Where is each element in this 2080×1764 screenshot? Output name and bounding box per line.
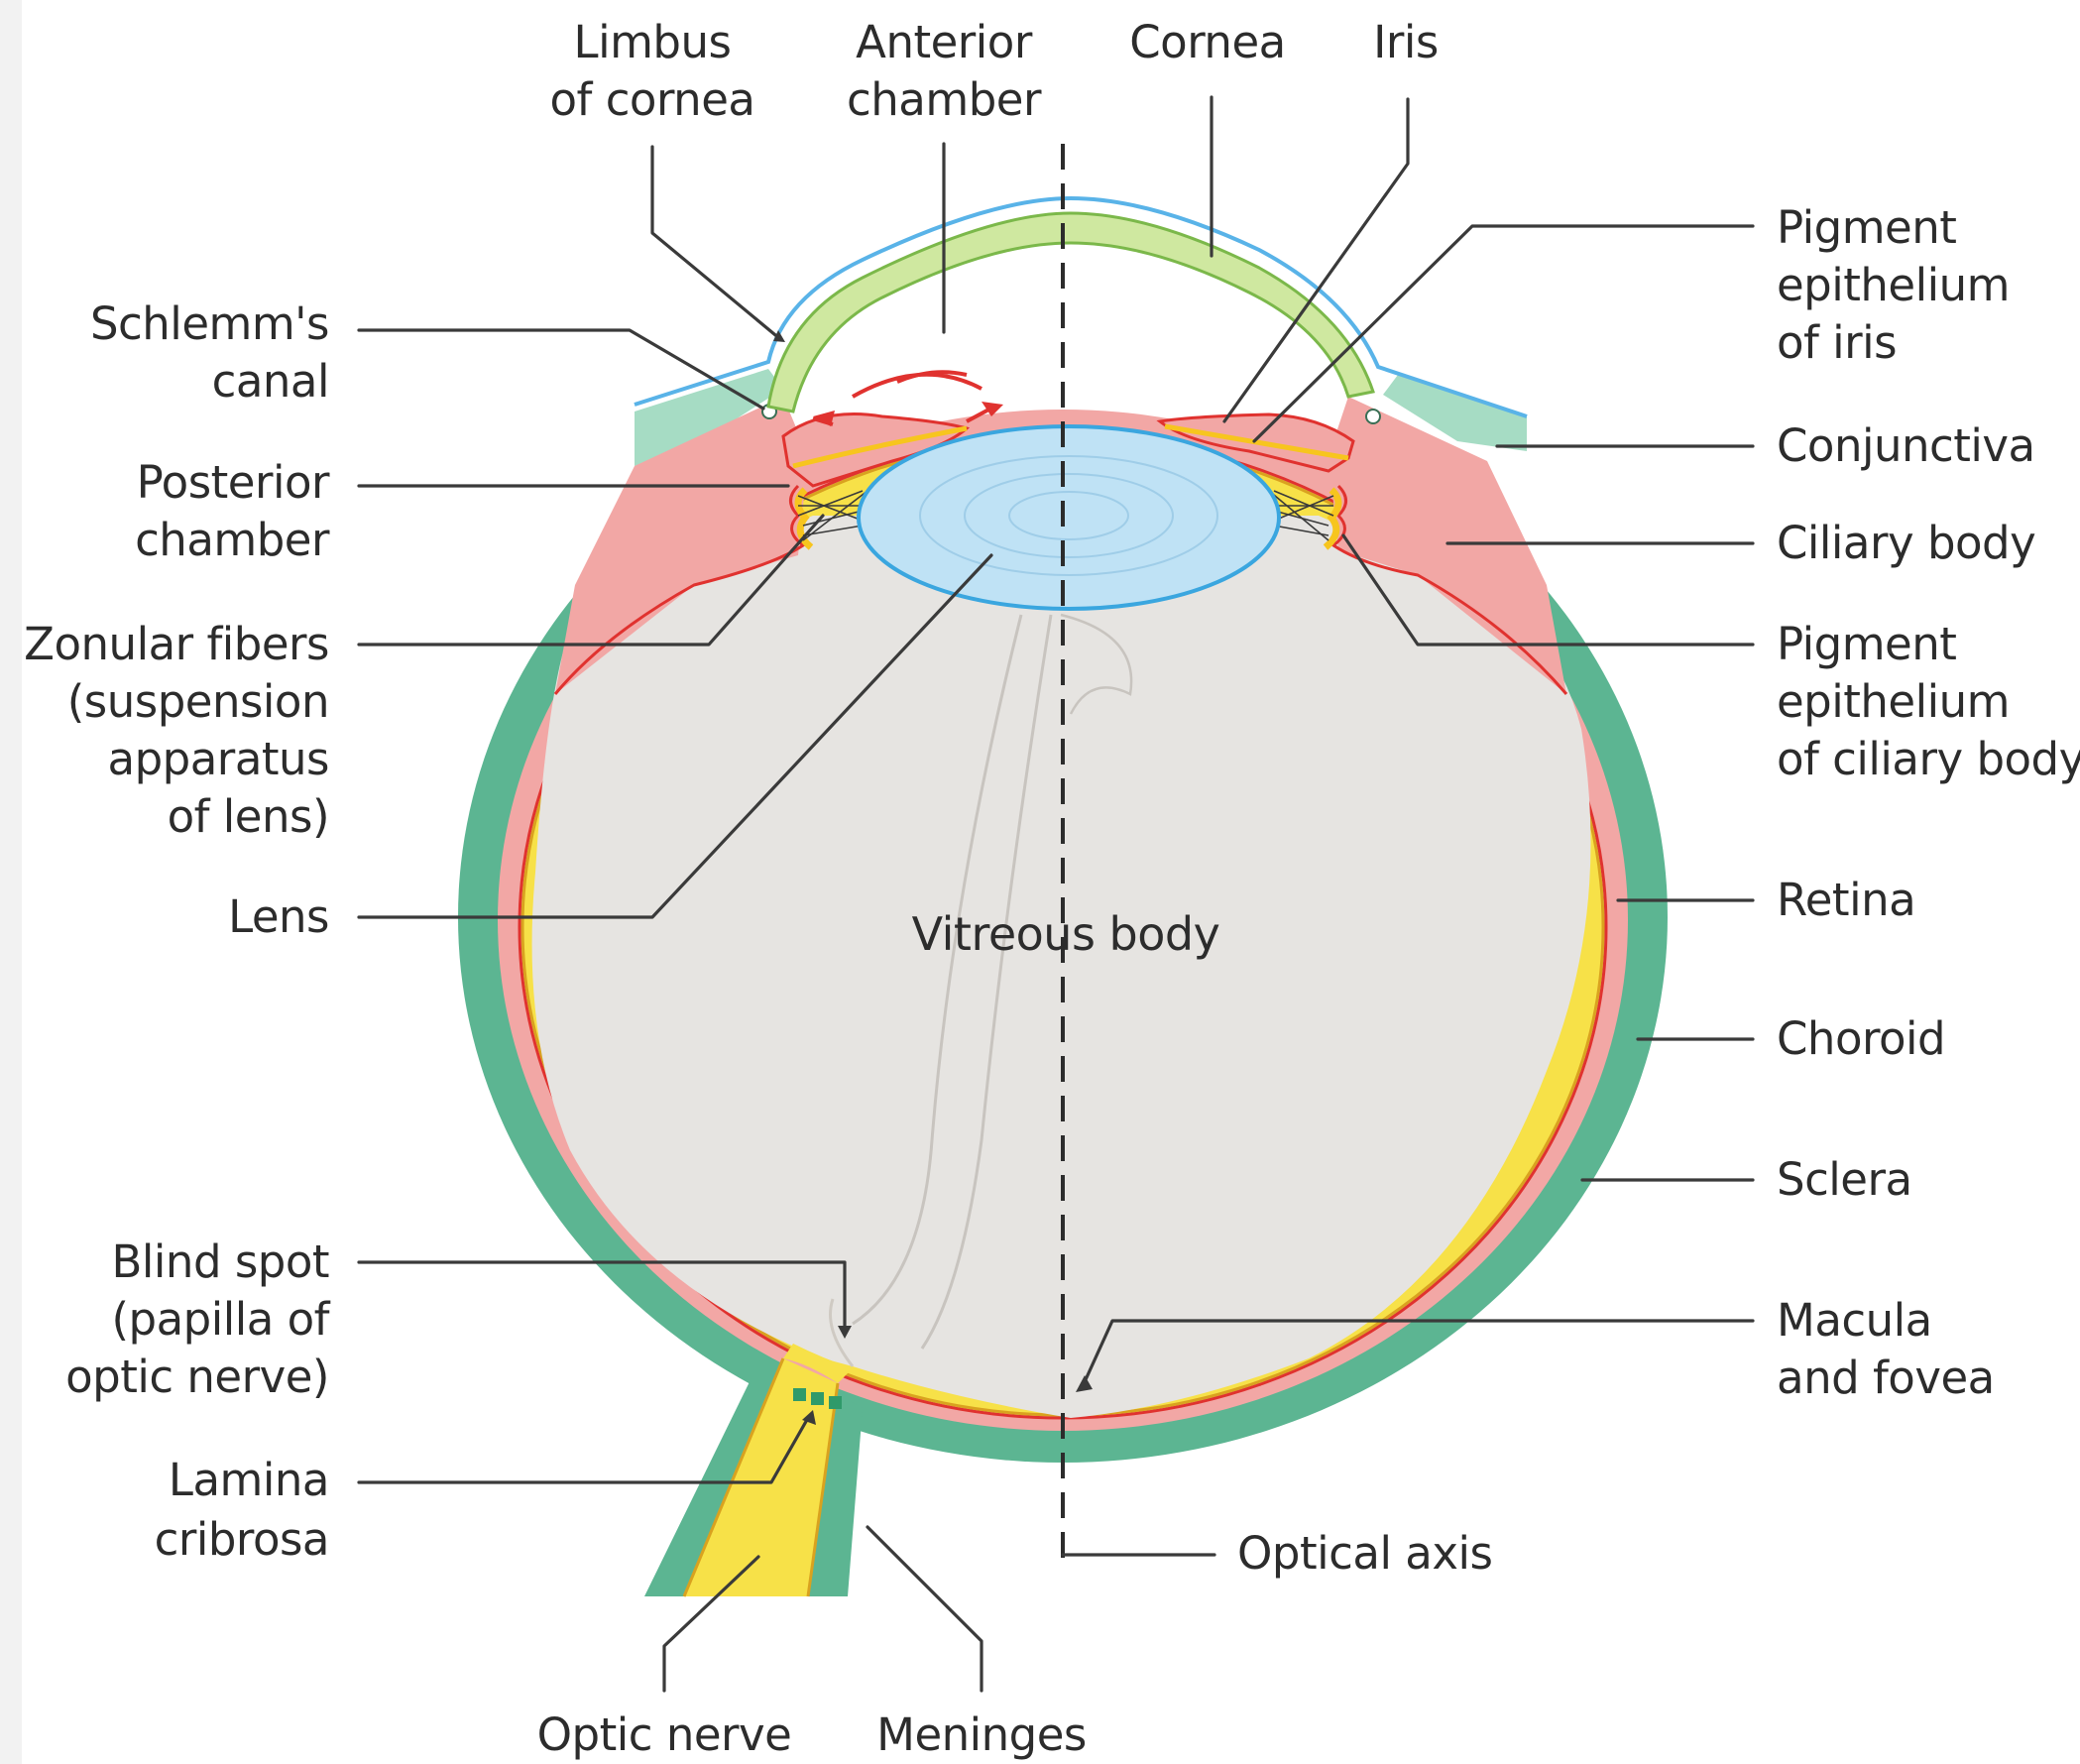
label-meninges: Meninges [876,1708,1087,1761]
label-ciliary-body: Ciliary body [1777,517,2035,569]
label-optical-axis: Optical axis [1237,1527,1492,1580]
label-lens: Lens [228,890,329,943]
lens [859,426,1279,609]
label-vitreous-body: Vitreous body [912,907,1220,961]
label-retina: Retina [1777,874,1915,926]
label-optic-nerve: Optic nerve [537,1708,792,1761]
label-cornea: Cornea [1129,16,1285,68]
label-choroid: Choroid [1777,1012,1945,1065]
label-iris: Iris [1373,16,1439,68]
label-sclera: Sclera [1777,1153,1912,1206]
schlemms-canal-right [1366,410,1380,423]
label-conjunctiva: Conjunctiva [1777,419,2035,472]
